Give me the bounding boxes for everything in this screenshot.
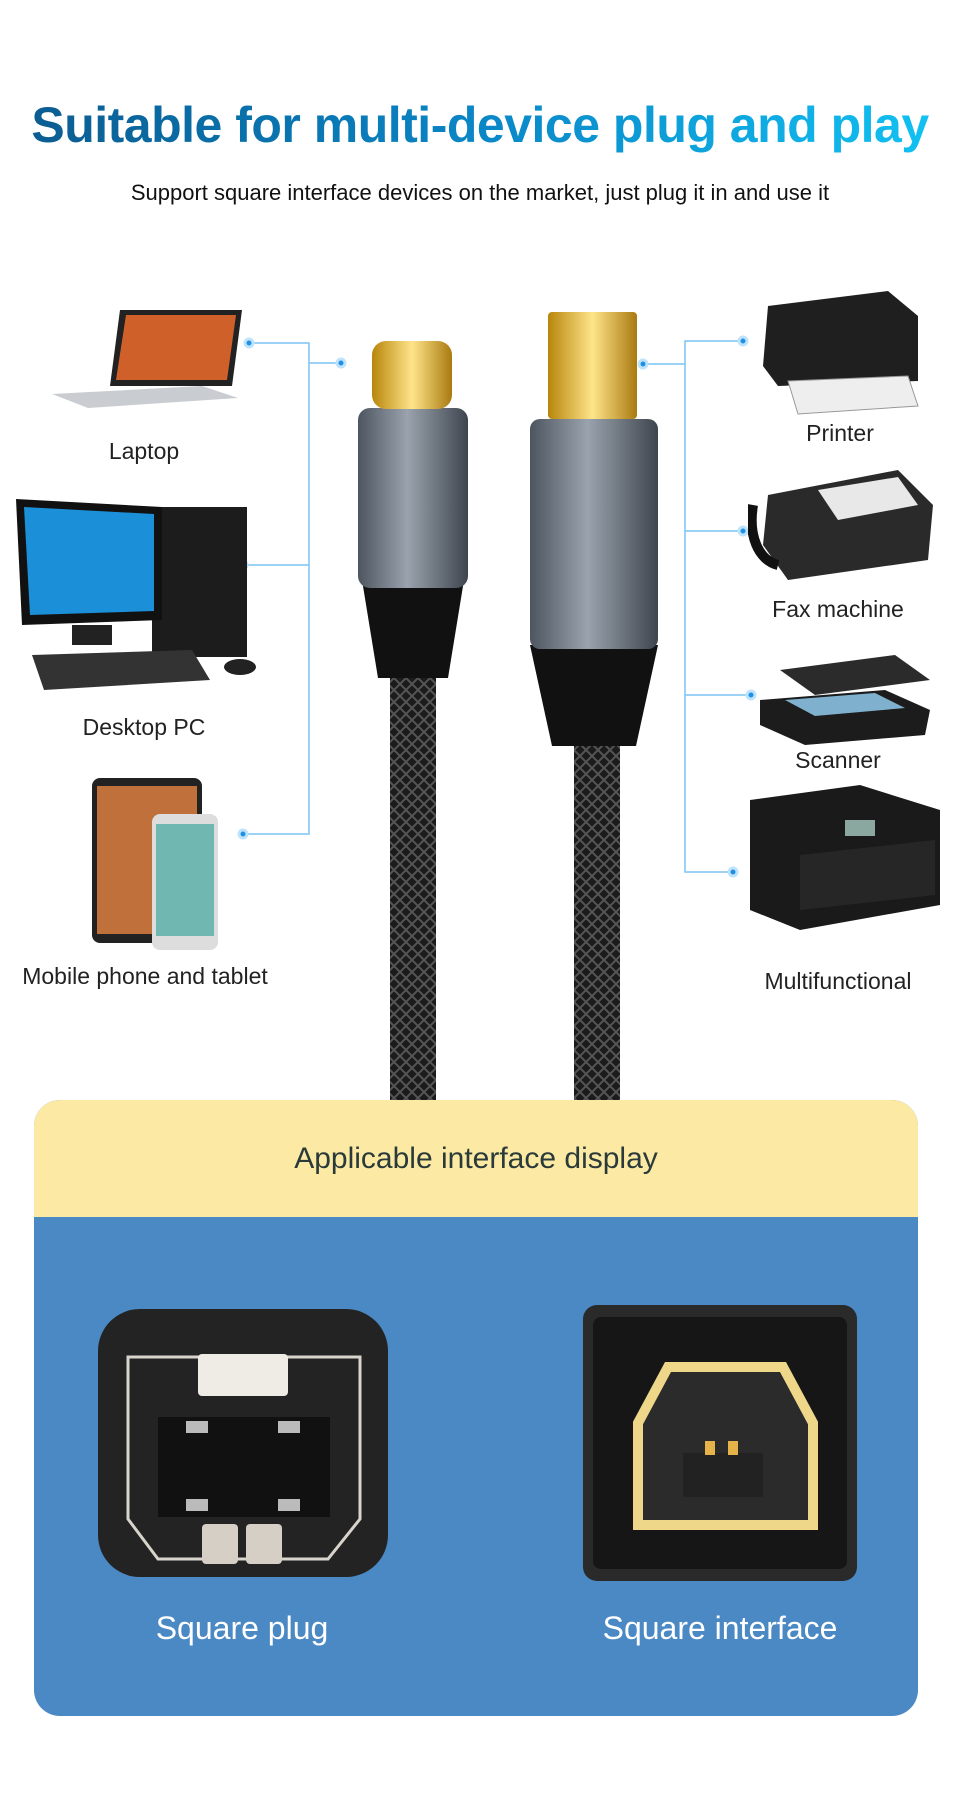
device-label-printer: Printer xyxy=(806,420,874,446)
phone-tablet-icon xyxy=(92,778,218,950)
usb-c-to-usb-b-cable-image xyxy=(358,312,658,1100)
phone-tablet-device xyxy=(92,778,222,950)
square-interface-label: Square interface xyxy=(602,1610,838,1646)
device-label-desktop-pc: Desktop PC xyxy=(82,714,206,740)
fax-icon xyxy=(746,470,933,580)
interface-display-panel: Applicable interface display Square plug… xyxy=(34,1100,918,1716)
multifunctional-device xyxy=(740,785,945,930)
desktop-pc-device xyxy=(12,495,267,705)
desktop-pc-icon xyxy=(16,499,256,690)
scanner-device xyxy=(755,650,930,745)
page-title: Suitable for multi-device plug and play xyxy=(0,96,960,154)
scanner-icon xyxy=(760,655,930,745)
device-label-scanner: Scanner xyxy=(795,747,881,773)
square-plug-image xyxy=(98,1309,388,1577)
device-label-mobile-phone-and-tablet: Mobile phone and tablet xyxy=(22,963,268,989)
page-subtitle: Support square interface devices on the … xyxy=(130,180,830,205)
device-label-multifunctional: Multifunctional xyxy=(764,968,912,994)
panel-title: Applicable interface display xyxy=(34,1100,918,1217)
printer-icon xyxy=(763,291,919,415)
laptop-icon xyxy=(52,310,242,408)
fax-machine-device xyxy=(746,465,938,590)
laptop-device xyxy=(52,306,242,426)
square-plug-label: Square plug xyxy=(155,1610,329,1646)
device-label-laptop: Laptop xyxy=(108,438,180,464)
square-interface-image xyxy=(583,1305,857,1581)
printer-device xyxy=(758,286,923,416)
multifunction-printer-icon xyxy=(750,785,940,930)
connector-lines xyxy=(237,335,757,878)
device-label-fax-machine: Fax machine xyxy=(772,596,904,622)
